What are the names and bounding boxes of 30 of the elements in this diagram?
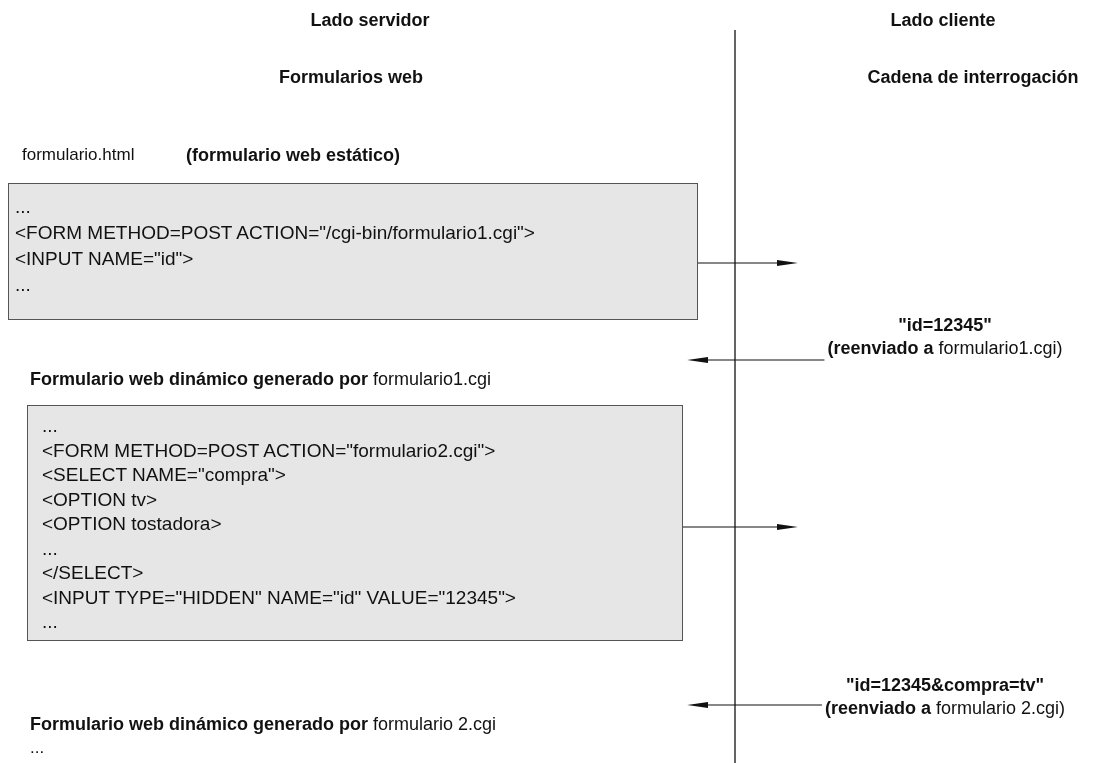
arrow: [687, 356, 826, 364]
text-label: (reenviado a formulario 2.cgi): [824, 697, 1066, 720]
text-label: Cadena de interrogación: [867, 67, 1079, 88]
text-label: (formulario web estático): [186, 145, 401, 166]
text-label: "id=12345&compra=tv": [845, 674, 1045, 697]
code-line: ...: [42, 414, 59, 438]
code-box: [8, 183, 698, 320]
code-line: <OPTION tostadora>: [42, 512, 223, 536]
text-label: Formulario web dinámico generado por formulario 2.cgi: [30, 713, 497, 736]
code-box: [27, 405, 683, 641]
text-label: ...: [30, 738, 45, 758]
code-line: ...: [42, 536, 59, 561]
text-label: Formulario web dinámico generado por formulario1.cgi: [30, 368, 492, 391]
code-line: <INPUT NAME="id">: [15, 247, 195, 271]
text-label: (reenviado a formulario1.cgi): [827, 337, 1063, 360]
text-label: Formularios web: [279, 67, 423, 88]
code-line: ...: [15, 195, 32, 219]
text-label: Lado cliente: [890, 10, 996, 31]
text-label: "id=12345": [898, 314, 992, 337]
text-label: Lado servidor: [310, 10, 430, 31]
code-line: <SELECT NAME="compra">: [42, 463, 287, 487]
text-label: formulario.html: [22, 145, 135, 165]
code-line: <OPTION tv>: [42, 487, 159, 512]
code-line: </SELECT>: [42, 561, 145, 585]
code-line: ...: [15, 273, 32, 297]
code-line: <INPUT TYPE="HIDDEN" NAME="id" VALUE="12345">: [42, 585, 517, 610]
code-line: <FORM METHOD=POST ACTION="/cgi-bin/formulario1.cgi">: [15, 221, 536, 245]
code-line: ...: [42, 610, 59, 634]
arrow: [687, 701, 823, 709]
code-line: <FORM METHOD=POST ACTION="formulario2.cgi">: [42, 438, 497, 463]
